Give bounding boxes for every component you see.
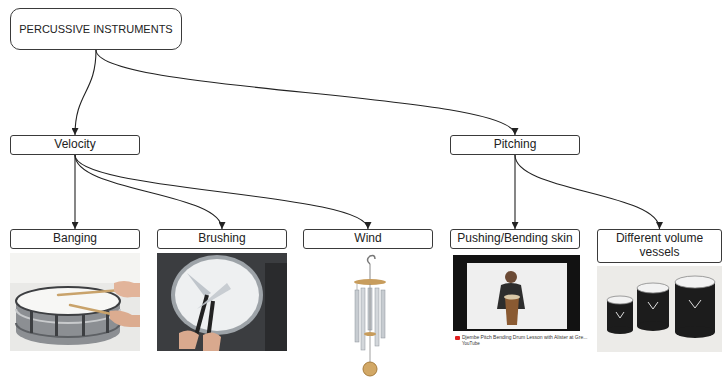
category-box: Pitching — [450, 135, 580, 155]
hand — [203, 332, 221, 351]
drummer — [497, 271, 525, 325]
snare-drum-photo — [10, 253, 140, 351]
category-box: Pushing/Bending skin — [450, 229, 580, 249]
node-label: PERCUSSIVE INSTRUMENTS — [15, 22, 176, 37]
node-label: Pushing/Bending skin — [453, 231, 576, 247]
cord — [370, 264, 371, 280]
wind-chime — [350, 254, 390, 379]
drum-head — [175, 259, 259, 331]
node-label: Different volume vessels — [598, 231, 721, 261]
photo-ground — [10, 253, 140, 351]
medium-drum — [637, 283, 669, 331]
video-caption: YouTube — [462, 342, 480, 347]
category-box: Wind — [303, 229, 433, 249]
photo-ground — [597, 266, 722, 352]
node-label: Wind — [350, 231, 385, 247]
small-drum — [607, 296, 633, 334]
drum-rim — [171, 255, 263, 335]
striker — [364, 332, 376, 336]
hand — [179, 330, 199, 349]
tree-connector — [514, 155, 515, 229]
wind-sail — [363, 362, 377, 376]
photo-ground — [157, 253, 287, 351]
category-box: Banging — [10, 229, 140, 249]
drum-stand — [265, 263, 287, 351]
photo-wall — [10, 253, 140, 283]
brushed-drum-photo — [157, 253, 287, 351]
root-box: PERCUSSIVE INSTRUMENTS — [10, 8, 182, 50]
large-drum — [675, 276, 715, 338]
category-box: Brushing — [157, 229, 287, 249]
tree-connector — [515, 155, 660, 229]
node-label: Velocity — [50, 137, 99, 153]
hook — [368, 255, 376, 264]
tree-connector — [75, 50, 96, 135]
tree-connector — [75, 155, 222, 229]
category-box: Velocity — [10, 135, 140, 155]
drum-set-photo — [597, 266, 722, 352]
tree-connector — [96, 50, 515, 135]
node-label: Pitching — [490, 137, 541, 153]
youtube-icon — [455, 336, 460, 340]
hand — [110, 281, 140, 327]
video-backdrop — [467, 263, 567, 329]
tree-connector — [75, 155, 368, 229]
node-label: Banging — [49, 231, 101, 247]
node-label: Brushing — [194, 231, 249, 247]
cord — [370, 284, 371, 362]
drum-shell — [16, 287, 120, 345]
video-caption: Djembe Pitch Bending Drum Lesson with Al… — [462, 335, 587, 341]
category-box: Different volume vessels — [597, 229, 722, 263]
tree-connector — [74, 155, 75, 229]
video-frame — [453, 255, 580, 331]
